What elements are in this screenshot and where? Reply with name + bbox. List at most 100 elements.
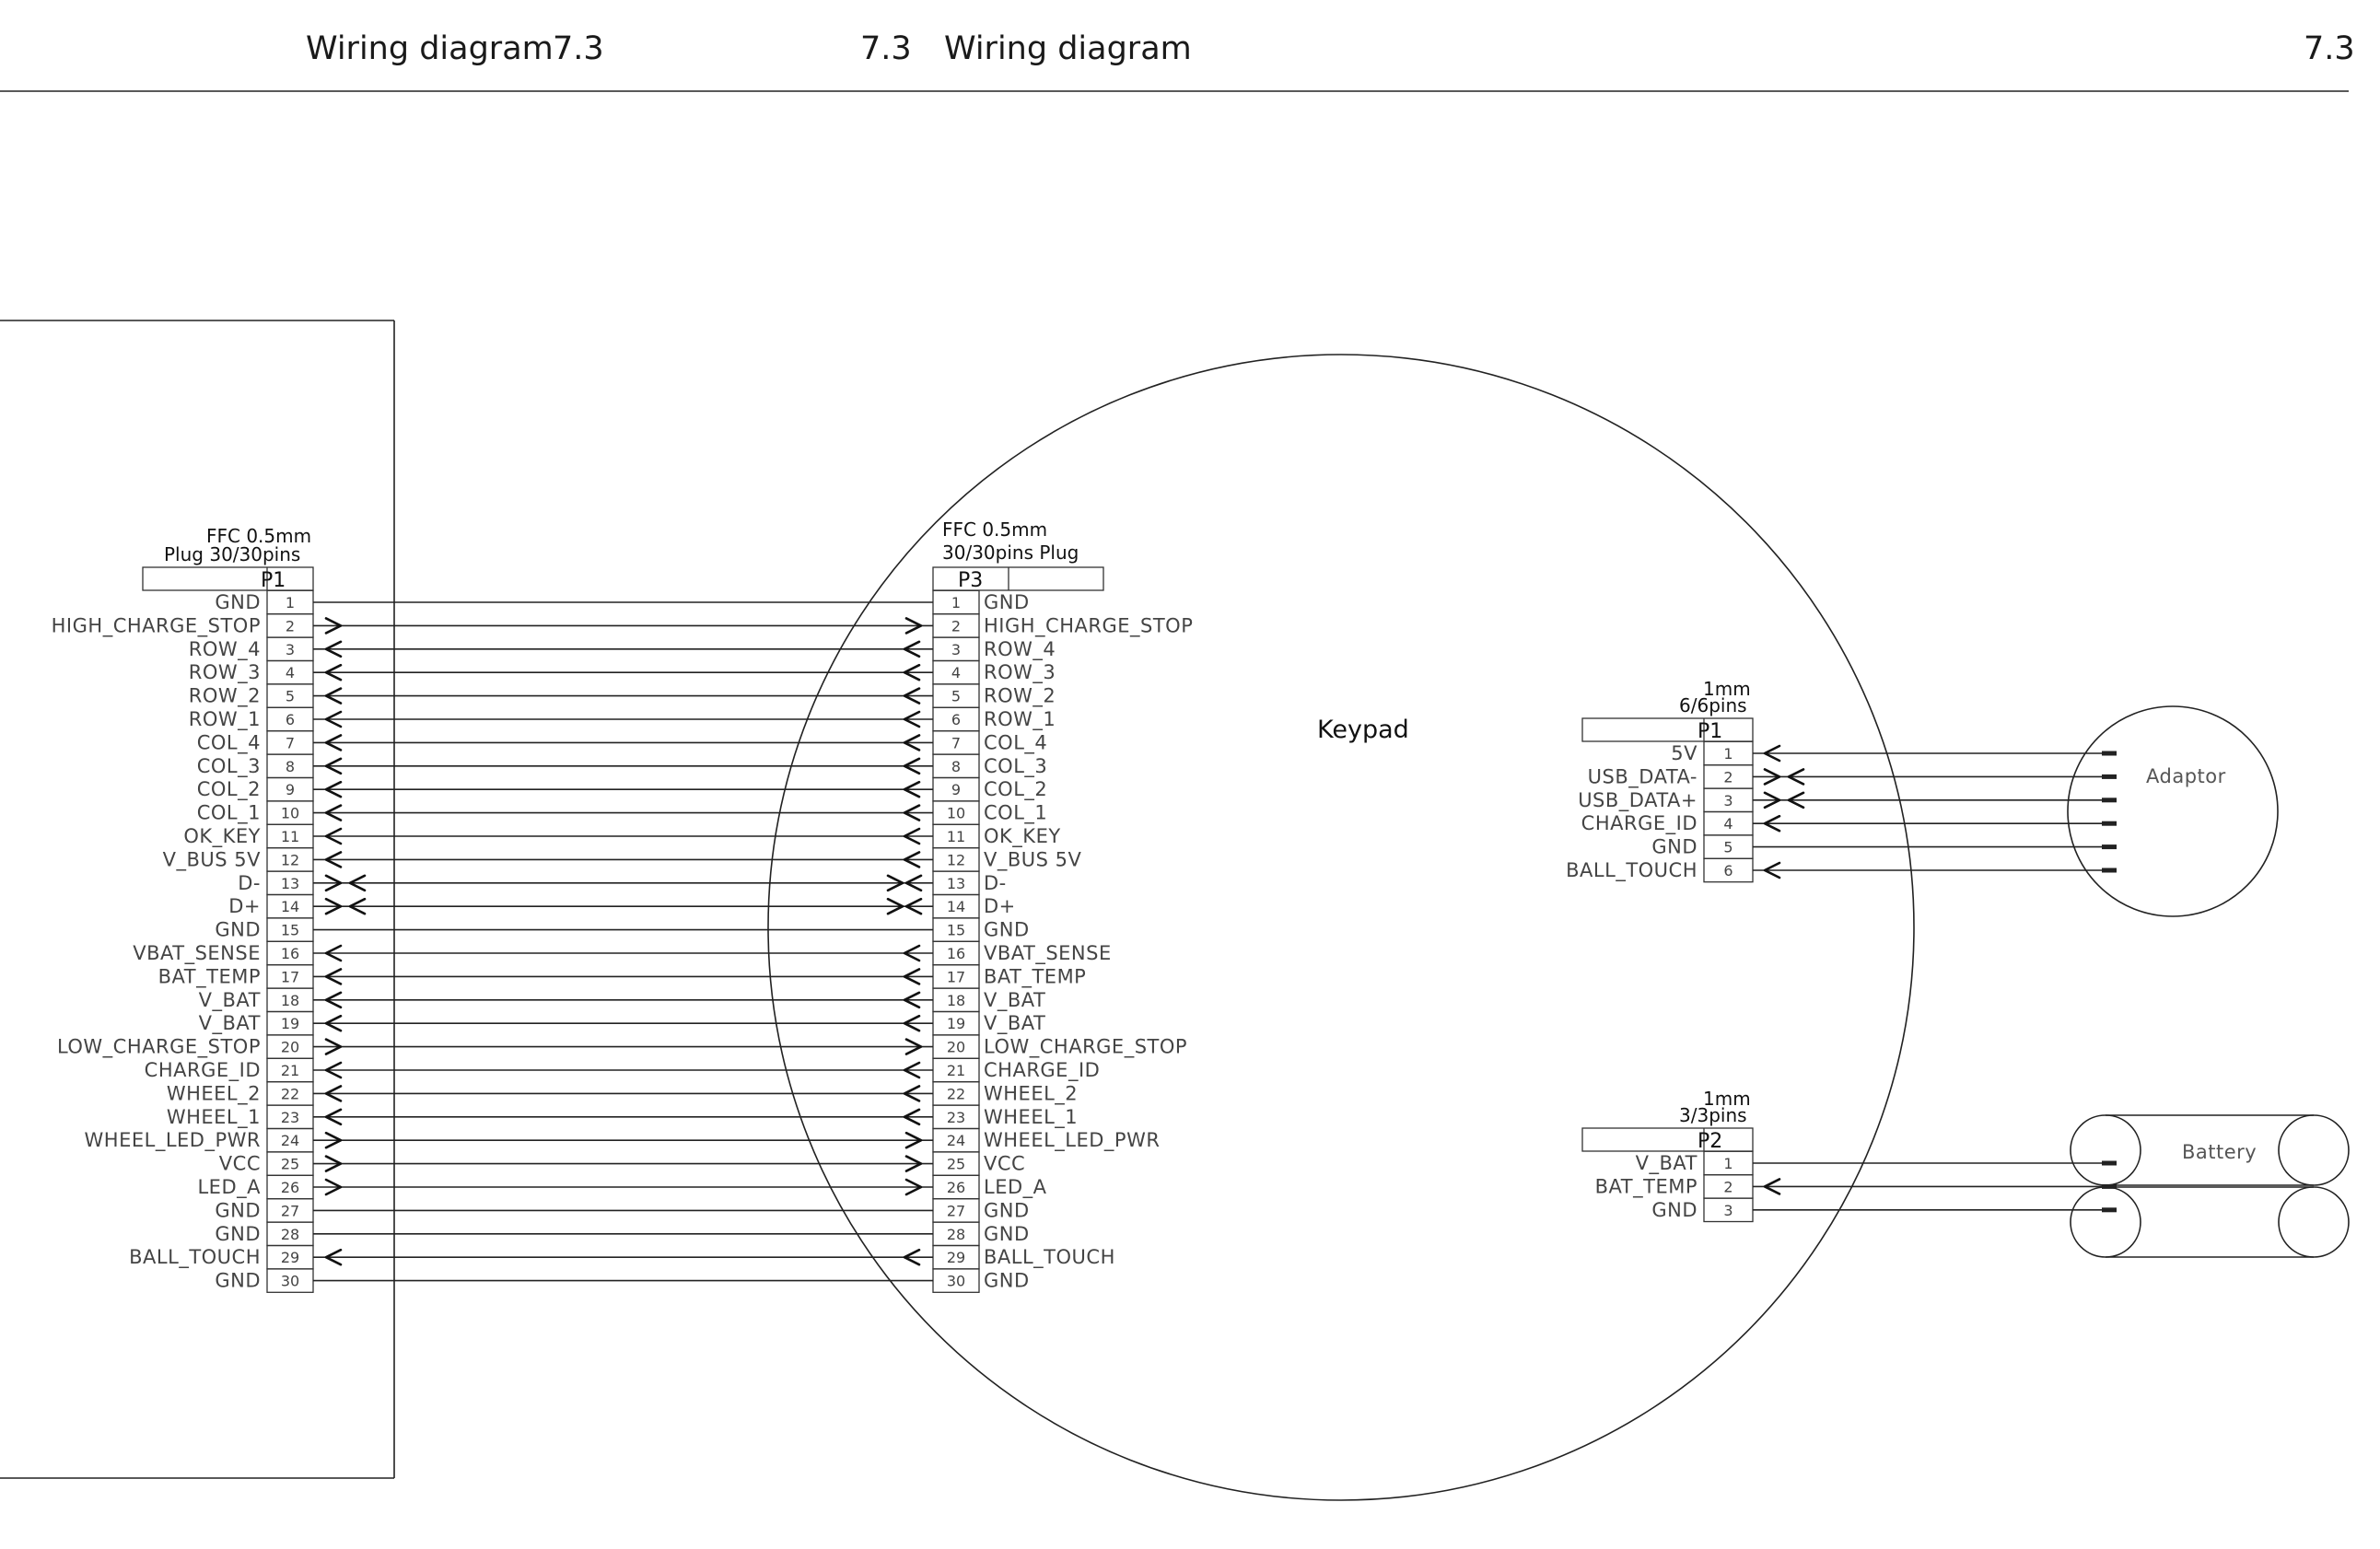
p3-pin-number: 23 bbox=[947, 1109, 965, 1126]
p1-signal-label: WHEEL_1 bbox=[167, 1106, 261, 1129]
kp-p2-pin-number: 1 bbox=[1723, 1155, 1732, 1172]
p1-signal-label: ROW_1 bbox=[189, 708, 261, 731]
arrow-in-icon bbox=[324, 663, 343, 681]
p3-signal-label: GND bbox=[984, 1223, 1030, 1245]
p1-signal-label: WHEEL_2 bbox=[167, 1082, 261, 1105]
p3-caption-type: FFC 0.5mm bbox=[942, 518, 1047, 541]
kp-p2-header-box bbox=[1581, 1127, 1754, 1152]
p3-pin-number: 13 bbox=[947, 875, 965, 892]
p1-signal-label: GND bbox=[215, 919, 261, 941]
arrow-in-icon bbox=[324, 827, 343, 845]
arrow-in-icon bbox=[903, 968, 921, 985]
p1-pin-number: 20 bbox=[281, 1039, 299, 1056]
p1-signal-label: COL_4 bbox=[197, 731, 261, 754]
p3-signal-label: ROW_3 bbox=[984, 661, 1056, 684]
p1-pin-number: 18 bbox=[281, 992, 299, 1009]
p1-signal-label: BAT_TEMP bbox=[158, 965, 261, 988]
kp-p1-caption-pins: 6/6pins bbox=[1679, 694, 1747, 716]
p1-pin-number: 1 bbox=[286, 594, 295, 611]
arrow-in-icon bbox=[903, 804, 921, 821]
arrow-in-icon bbox=[903, 991, 921, 1009]
p3-signal-label: LED_A bbox=[984, 1176, 1047, 1199]
p1-pin-number: 8 bbox=[286, 758, 295, 775]
arrow-in-icon bbox=[324, 687, 343, 705]
p1-signal-label: VCC bbox=[219, 1153, 261, 1175]
kp-p1-signal-label: 5V bbox=[1671, 742, 1698, 764]
p3-signal-label: GND bbox=[984, 591, 1030, 613]
kp-p2-signal-label: BAT_TEMP bbox=[1595, 1175, 1698, 1198]
p3-pin-number: 6 bbox=[951, 711, 961, 728]
header-left-section: 7.3 bbox=[553, 30, 604, 67]
page-header: Wiring diagram 7.3 7.3 Wiring diagram 7.… bbox=[0, 30, 2355, 92]
p3-pin-number: 15 bbox=[947, 922, 965, 939]
arrow-in-icon bbox=[324, 1061, 343, 1079]
arrow-in-icon bbox=[1787, 791, 1805, 809]
arrow-in-icon bbox=[324, 991, 343, 1009]
p3-pin-number: 9 bbox=[951, 781, 961, 798]
p3-pin-number: 30 bbox=[947, 1273, 965, 1290]
kp-p2-signal-label: GND bbox=[1651, 1199, 1698, 1221]
p1-pin-number: 3 bbox=[286, 641, 295, 658]
p1-pin-number: 12 bbox=[281, 851, 299, 868]
p1-signal-label: LOW_CHARGE_STOP bbox=[57, 1036, 261, 1059]
p1-pin-number: 17 bbox=[281, 968, 299, 985]
p3-signal-label: V_BAT bbox=[984, 989, 1045, 1012]
p3-pin-number: 16 bbox=[947, 945, 965, 962]
battery: Battery bbox=[2070, 1114, 2350, 1258]
p3-pin-number: 18 bbox=[947, 992, 965, 1009]
arrow-out-icon bbox=[1763, 768, 1781, 786]
arrow-out-icon bbox=[324, 1178, 343, 1196]
header-right-title: Wiring diagram bbox=[944, 30, 1192, 67]
header-right-section: 7.3 bbox=[860, 30, 912, 67]
arrow-in-icon bbox=[1763, 861, 1781, 879]
arrow-in-icon bbox=[324, 851, 343, 868]
p1-pin-number: 13 bbox=[281, 875, 299, 892]
arrow-in-icon bbox=[904, 874, 923, 892]
p1-pin-number: 30 bbox=[281, 1273, 299, 1290]
p3-pin-number: 12 bbox=[947, 851, 965, 868]
p3-pin-number: 29 bbox=[947, 1249, 965, 1266]
p3-caption-pins: 30/30pins Plug bbox=[942, 542, 1079, 564]
arrow-in-icon bbox=[903, 734, 921, 751]
p3-pin-number: 17 bbox=[947, 968, 965, 985]
p3-pin-number: 3 bbox=[951, 641, 961, 658]
p1-signal-label: ROW_2 bbox=[189, 685, 261, 708]
p1-signal-label: LED_A bbox=[197, 1176, 261, 1199]
arrow-in-icon bbox=[324, 710, 343, 728]
kp-p1-signal-label: USB_DATA- bbox=[1588, 765, 1698, 788]
p3-signal-label: CHARGE_ID bbox=[984, 1059, 1100, 1082]
p3-pin-number: 27 bbox=[947, 1202, 965, 1219]
p1-pin-number: 2 bbox=[286, 617, 295, 635]
kp-p2-signal-label: V_BAT bbox=[1636, 1152, 1698, 1175]
p3-pin-number: 28 bbox=[947, 1226, 965, 1243]
arrow-in-icon bbox=[324, 1085, 343, 1102]
p1-pin-number: 23 bbox=[281, 1109, 299, 1126]
arrow-out-icon bbox=[324, 1131, 343, 1149]
p1-pin-number: 7 bbox=[286, 734, 295, 751]
p1-signal-label: V_BAT bbox=[199, 1012, 261, 1035]
p3-pin-number: 8 bbox=[951, 758, 961, 775]
p3-pin-number: 25 bbox=[947, 1156, 965, 1173]
arrow-in-icon bbox=[903, 757, 921, 775]
p1-signal-label: BALL_TOUCH bbox=[129, 1246, 261, 1269]
p3-signal-label: GND bbox=[984, 1199, 1030, 1221]
arrow-in-icon bbox=[1763, 814, 1781, 833]
p1-pin-number: 9 bbox=[286, 781, 295, 798]
arrow-out-icon bbox=[324, 874, 343, 892]
p3-signal-label: COL_4 bbox=[984, 731, 1047, 754]
p3-pin-number: 4 bbox=[951, 664, 961, 681]
p1-caption-type: FFC 0.5mm bbox=[206, 525, 311, 547]
p1-signal-label: V_BAT bbox=[199, 989, 261, 1012]
p1-pin-number: 19 bbox=[281, 1015, 299, 1032]
arrow-in-icon bbox=[903, 1061, 921, 1079]
arrow-in-icon bbox=[903, 710, 921, 728]
p3-signal-label: ROW_1 bbox=[984, 708, 1056, 731]
p1-pin-number: 16 bbox=[281, 945, 299, 962]
p3-signal-label: COL_1 bbox=[984, 802, 1047, 825]
kp-p1-signal-label: CHARGE_ID bbox=[1581, 812, 1698, 835]
p1-signal-label: COL_3 bbox=[197, 755, 261, 778]
arrow-in-icon bbox=[903, 827, 921, 845]
